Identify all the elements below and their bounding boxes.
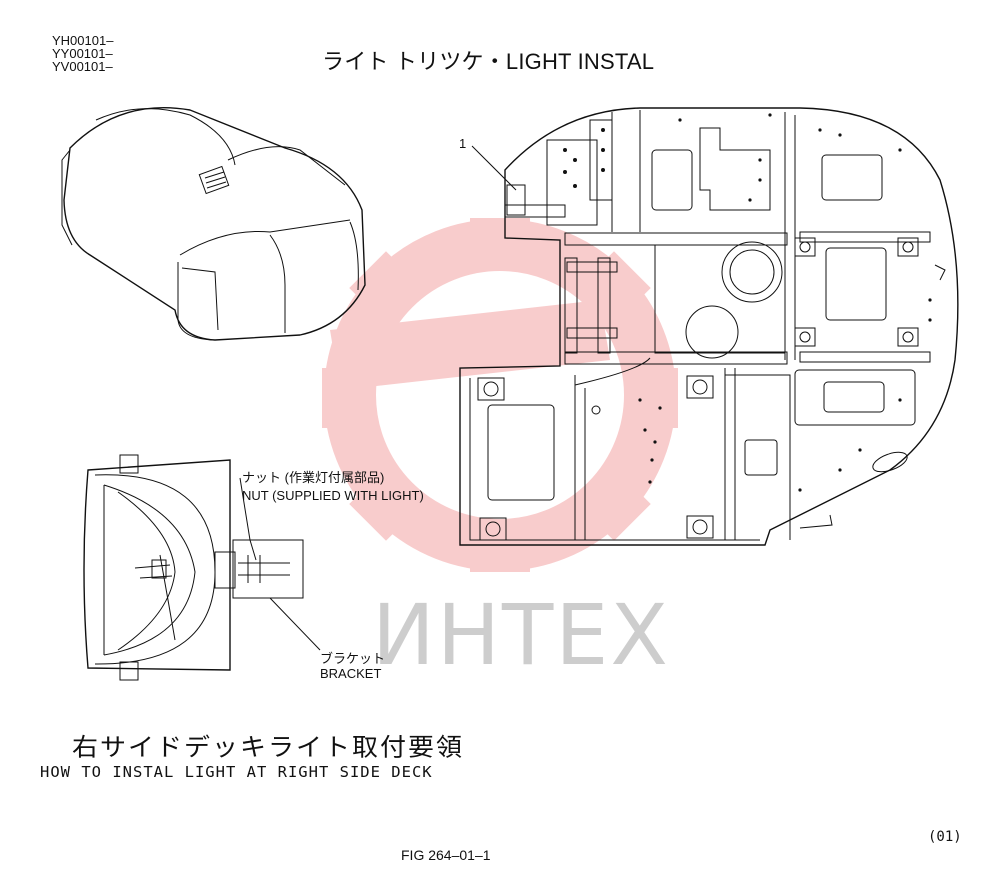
caption-en: HOW TO INSTAL LIGHT AT RIGHT SIDE DECK: [40, 763, 433, 781]
light-detail-section: [83, 454, 304, 681]
page-title: ライト トリツケ・LIGHT INSTAL: [322, 49, 655, 74]
caption-jp: 右サイドデッキライト取付要領: [72, 733, 465, 763]
page-code: (01): [928, 829, 962, 845]
bracket-label-jp: ブラケット: [320, 651, 386, 666]
model-code: YV00101–: [52, 59, 113, 74]
nut-label-en: NUT (SUPPLIED WITH LIGHT): [242, 488, 424, 503]
figure-number: FIG 264–01–1: [401, 847, 491, 863]
deck-plan-view: [459, 107, 959, 546]
model-code: YH00101–: [52, 33, 114, 48]
bracket-label-en: BRACKET: [320, 666, 382, 681]
light-housing-perspective: [61, 107, 366, 341]
part-callout-1: 1: [459, 136, 467, 151]
watermark-text: ИHTEX: [372, 586, 670, 684]
nut-label-jp: ナット (作業灯付属部品): [242, 470, 385, 485]
model-code: YY00101–: [52, 46, 113, 61]
model-code-list: YH00101– YY00101– YV00101–: [52, 34, 113, 73]
